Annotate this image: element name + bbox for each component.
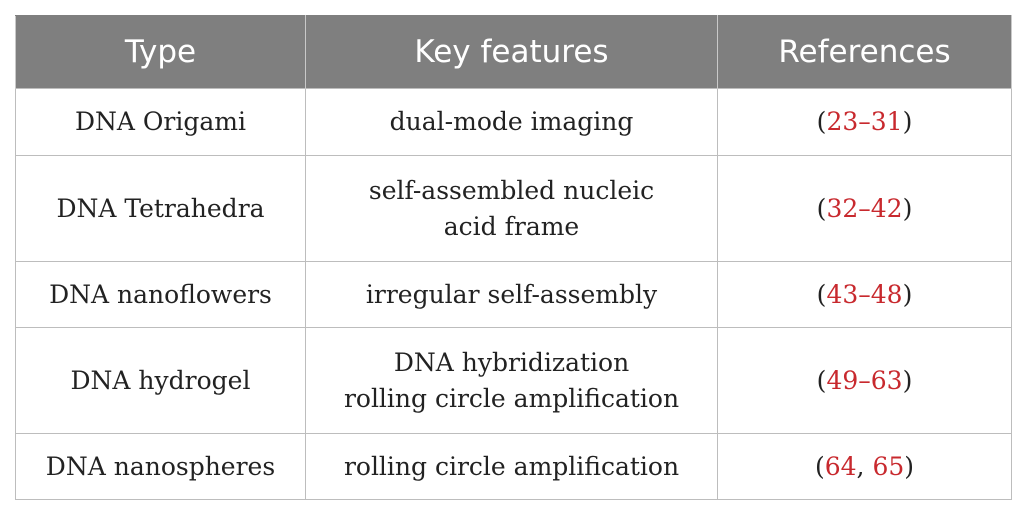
- table-row: DNA nanoflowers irregular self-assembly …: [15, 261, 1012, 328]
- cell-references: (23–31): [717, 88, 1012, 156]
- cell-features: DNA hybridization rolling circle amplifi…: [305, 327, 718, 434]
- cell-type: DNA hydrogel: [15, 327, 306, 434]
- ref-paren-open: (: [816, 279, 827, 309]
- table-row: DNA nanospheres rolling circle amplifica…: [15, 433, 1012, 500]
- table-container: Type Key features References DNA Origami…: [15, 15, 1012, 500]
- header-references: References: [717, 15, 1012, 89]
- ref-link[interactable]: 43–48: [826, 279, 903, 309]
- cell-references: (43–48): [717, 261, 1012, 328]
- ref-link[interactable]: 64: [824, 451, 857, 481]
- cell-type: DNA Tetrahedra: [15, 155, 306, 262]
- ref-separator: ,: [856, 451, 873, 481]
- cell-features: irregular self-assembly: [305, 261, 718, 328]
- cell-references: (64, 65): [717, 433, 1012, 500]
- cell-type: DNA Origami: [15, 88, 306, 156]
- dna-nanostructure-table: Type Key features References DNA Origami…: [15, 15, 1012, 500]
- feature-line: self-assembled nucleic: [368, 175, 655, 205]
- cell-type: DNA nanoflowers: [15, 261, 306, 328]
- ref-paren-close: ): [902, 193, 913, 223]
- cell-references: (32–42): [717, 155, 1012, 262]
- feature-line: irregular self-assembly: [365, 279, 658, 309]
- ref-paren-open: (: [816, 193, 827, 223]
- header-key-features: Key features: [305, 15, 718, 89]
- cell-features: self-assembled nucleic acid frame: [305, 155, 718, 262]
- feature-line: acid frame: [443, 211, 580, 241]
- header-type: Type: [15, 15, 306, 89]
- cell-features: dual-mode imaging: [305, 88, 718, 156]
- feature-line: DNA hybridization: [393, 347, 630, 377]
- table-row: DNA Tetrahedra self-assembled nucleic ac…: [15, 155, 1012, 262]
- cell-features: rolling circle amplification: [305, 433, 718, 500]
- ref-paren-close: ): [904, 451, 915, 481]
- cell-type: DNA nanospheres: [15, 433, 306, 500]
- ref-paren-open: (: [816, 365, 827, 395]
- ref-paren-close: ): [902, 107, 913, 136]
- feature-line: rolling circle amplification: [343, 451, 680, 481]
- feature-line: dual-mode imaging: [389, 107, 634, 136]
- ref-link[interactable]: 23–31: [826, 107, 903, 136]
- feature-line: rolling circle amplification: [343, 383, 680, 413]
- ref-link[interactable]: 49–63: [826, 365, 903, 395]
- table-row: DNA Origami dual-mode imaging (23–31): [15, 88, 1012, 156]
- header-row: Type Key features References: [15, 15, 1012, 89]
- table-row: DNA hydrogel DNA hybridization rolling c…: [15, 327, 1012, 434]
- ref-paren-close: ): [902, 279, 913, 309]
- ref-paren-close: ): [902, 365, 913, 395]
- ref-paren-open: (: [814, 451, 825, 481]
- ref-paren-open: (: [816, 107, 827, 136]
- ref-link[interactable]: 65: [872, 451, 905, 481]
- ref-link[interactable]: 32–42: [826, 193, 903, 223]
- cell-references: (49–63): [717, 327, 1012, 434]
